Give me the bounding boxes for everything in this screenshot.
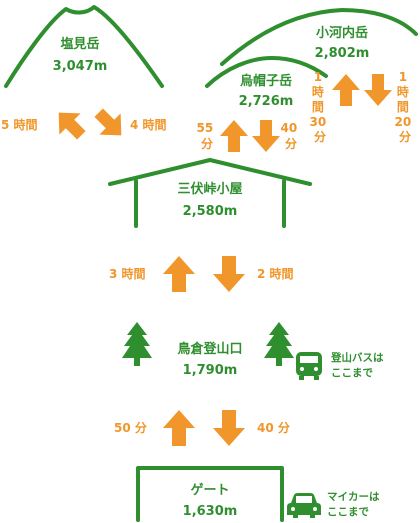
kogouchi-peak-name: 小河内岳 [316,25,368,41]
eboshi-descent-time-line: 分 [285,136,297,151]
car-access-note: マイカーは ここまで [327,491,383,518]
tree-icon [122,322,152,366]
kogouchi-ascent-time-line: 1 [314,70,322,84]
eboshi-descent-time: 40 分 [281,121,302,151]
hut-ascent-time: 3 時間 [109,266,146,281]
hut-name: 三伏峠小屋 [177,181,242,197]
gate-descent-time: 40 分 [257,420,290,435]
eboshi-up-arrow-icon [220,120,248,152]
gate-elevation: 1,630m [183,504,238,519]
eboshi-ascent-time-line: 分 [201,136,213,151]
hut-up-arrow-icon [163,256,195,292]
eboshi-ascent-time-line: 55 [197,121,214,135]
gate-ascent-time: 50 分 [114,420,147,435]
kogouchi-ascent-time: 1 時 間 30 分 [310,70,331,144]
kogouchi-mountain-outline-icon [220,8,418,66]
shiomi-peak-name: 塩見岳 [60,36,99,52]
bus-access-note-line: ここまで [331,367,373,379]
shiomi-mountain-outline-icon [4,5,164,88]
shiomi-peak-elevation: 3,047m [53,59,108,74]
kogouchi-descent-time-line: 分 [399,129,411,144]
hut-roof-icon [108,158,312,228]
torikura-trailhead-name: 鳥倉登山口 [177,341,242,357]
eboshi-ascent-time: 55 分 [197,121,218,151]
hut-elevation: 2,580m [183,204,238,219]
kogouchi-descent-time-line: 20 [395,115,412,129]
kogouchi-peak-elevation: 2,802m [315,46,370,61]
bus-access-note: 登山バスは ここまで [330,351,387,379]
torikura-trailhead-elevation: 1,790m [183,363,238,378]
eboshi-descent-time-line: 40 [281,121,298,135]
kogouchi-descent-time-line: 間 [397,100,409,114]
shiomi-ascent-time: 5 時間 [1,117,38,132]
kogouchi-descent-time: 1 時 間 20 分 [395,70,416,144]
bus-access-note-line: 登山バスは [330,351,384,364]
shiomi-down-arrow-icon [94,108,122,136]
kogouchi-ascent-time-line: 分 [314,129,326,144]
kogouchi-ascent-time-line: 間 [312,100,324,114]
kogouchi-descent-time-line: 時 [397,84,409,99]
car-access-note-line: マイカーは [327,491,380,503]
gate-up-arrow-icon [163,410,195,446]
kogouchi-ascent-time-line: 30 [310,115,327,129]
gate-name: ゲート [190,482,229,498]
hut-descent-time: 2 時間 [257,266,294,281]
eboshi-peak-elevation: 2,726m [239,94,294,109]
car-access-note-line: ここまで [327,506,369,518]
kogouchi-ascent-time-line: 時 [312,84,324,99]
kogouchi-descent-time-line: 1 [399,70,407,84]
eboshi-mountain-outline-icon [205,56,328,88]
kogouchi-down-arrow-icon [364,74,392,106]
gate-frame-icon [136,466,284,522]
car-icon [287,493,321,518]
kogouchi-up-arrow-icon [332,74,360,106]
shiomi-up-arrow-icon [58,112,86,140]
tree-icon [264,322,294,366]
shiomi-descent-time: 4 時間 [130,117,167,132]
hut-down-arrow-icon [213,256,245,292]
eboshi-peak-name: 烏帽子岳 [240,73,292,89]
bus-icon [296,352,322,380]
gate-down-arrow-icon [213,410,245,446]
eboshi-down-arrow-icon [252,120,280,152]
